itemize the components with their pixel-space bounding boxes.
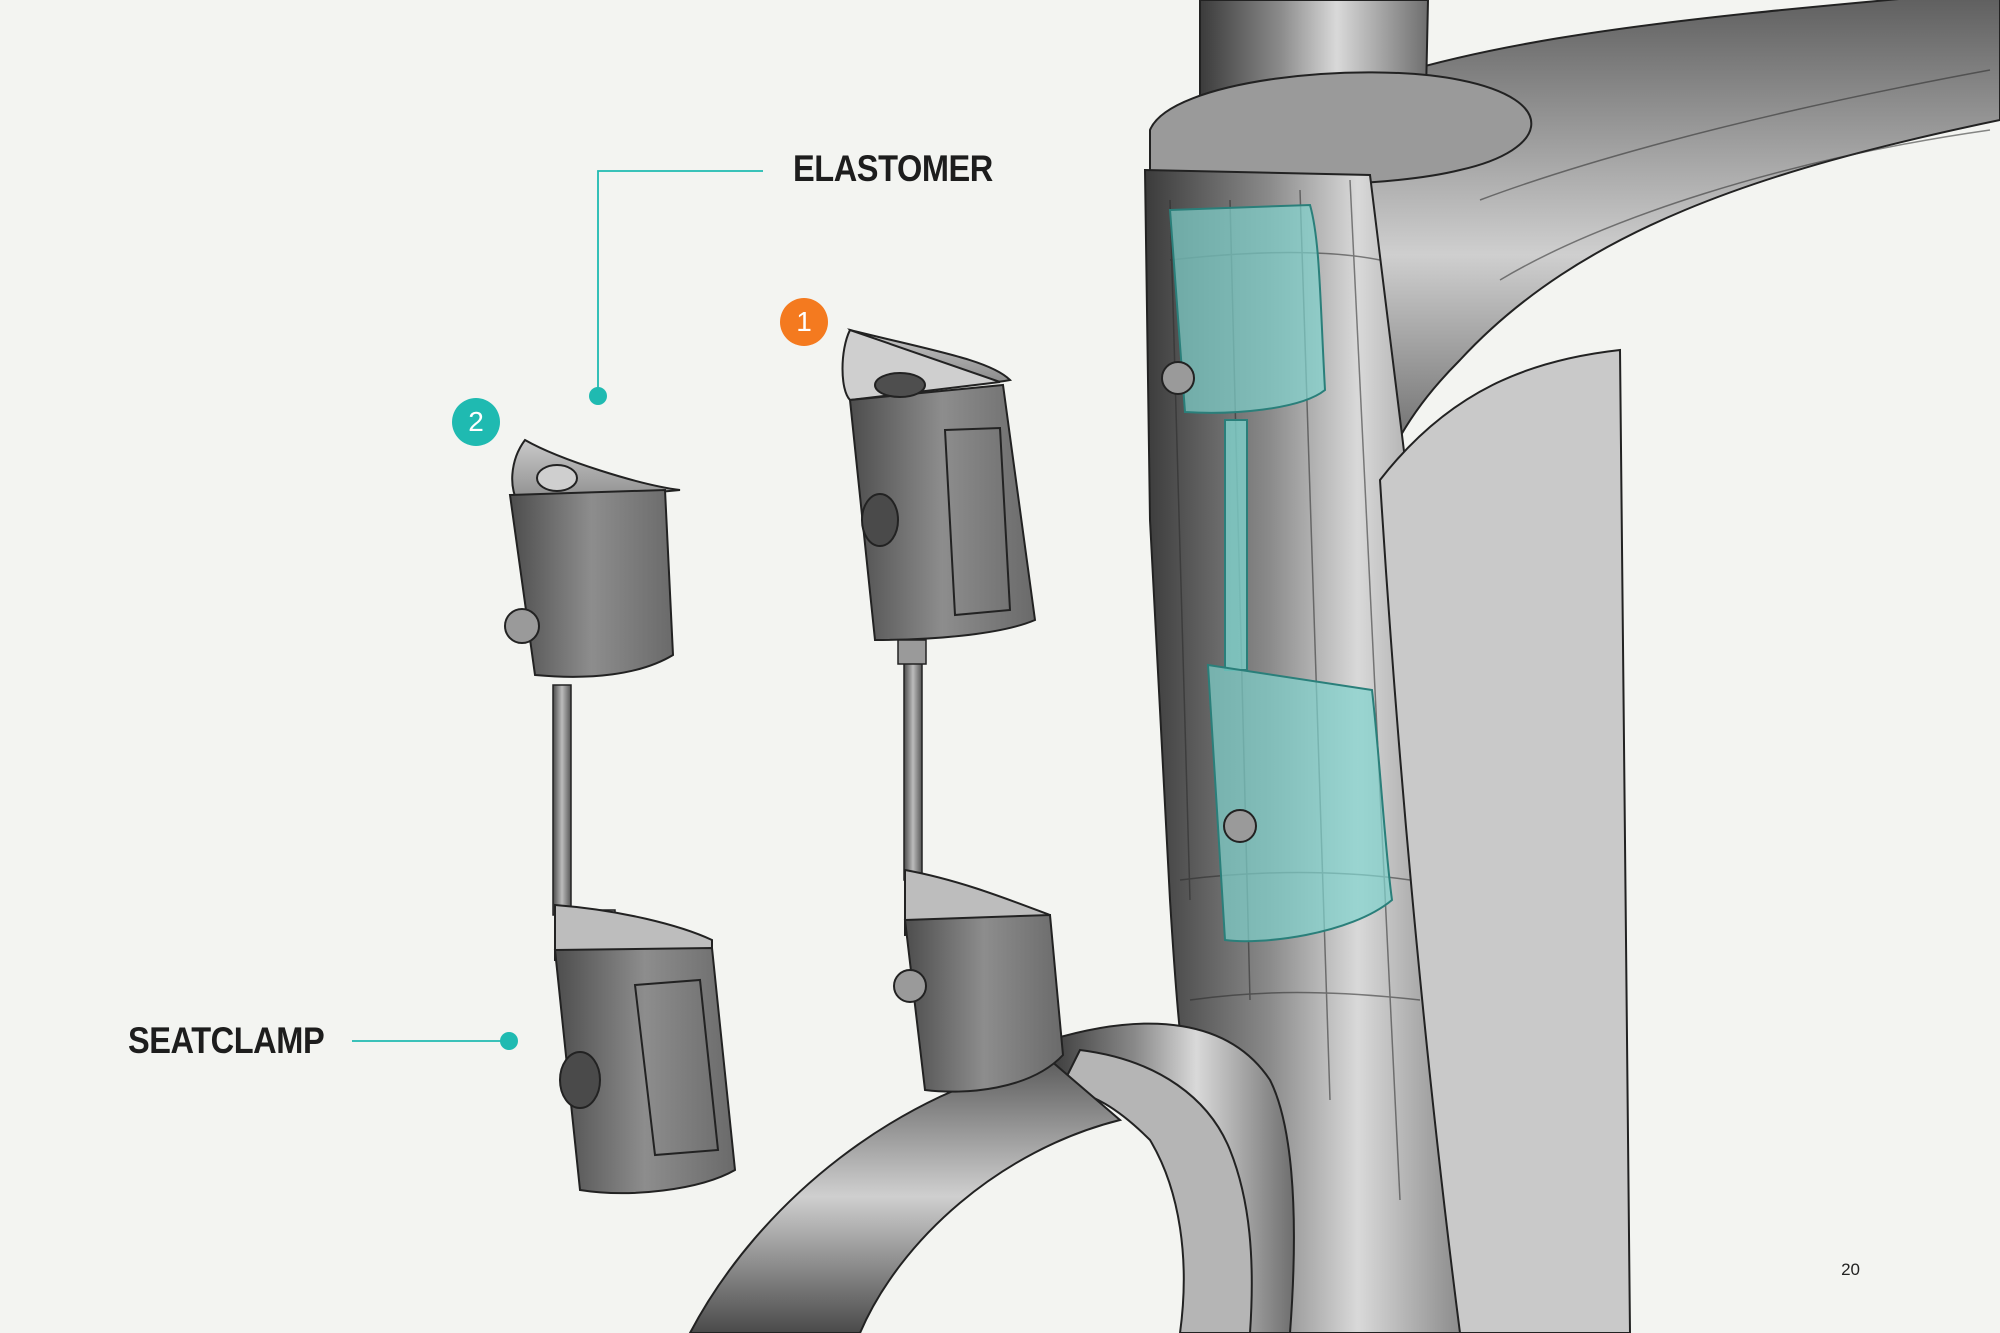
part-1-rod bbox=[903, 654, 923, 881]
page-number: 20 bbox=[1841, 1260, 1860, 1279]
internal-elastomer-assembly bbox=[1161, 203, 1394, 943]
seatclamp-label: SEATCLAMP bbox=[128, 1020, 325, 1061]
part-1-bottom-block bbox=[903, 913, 1065, 1093]
part-2-rod bbox=[552, 684, 572, 916]
elastomer-label: ELASTOMER bbox=[793, 148, 993, 189]
part-2-top-block bbox=[508, 488, 675, 678]
bike-frame bbox=[688, 0, 2000, 1333]
part-1-top-block bbox=[848, 383, 1037, 642]
down-tube bbox=[1378, 348, 1632, 1333]
part-1-assembly bbox=[841, 328, 1065, 1093]
elastomer-leader bbox=[589, 170, 763, 405]
seatclamp-leader bbox=[352, 1032, 518, 1050]
chain-stay bbox=[688, 1058, 1123, 1333]
step-1-badge: 1 bbox=[780, 298, 828, 346]
part-2-assembly bbox=[504, 438, 737, 1195]
step-2-badge: 2 bbox=[452, 398, 500, 446]
